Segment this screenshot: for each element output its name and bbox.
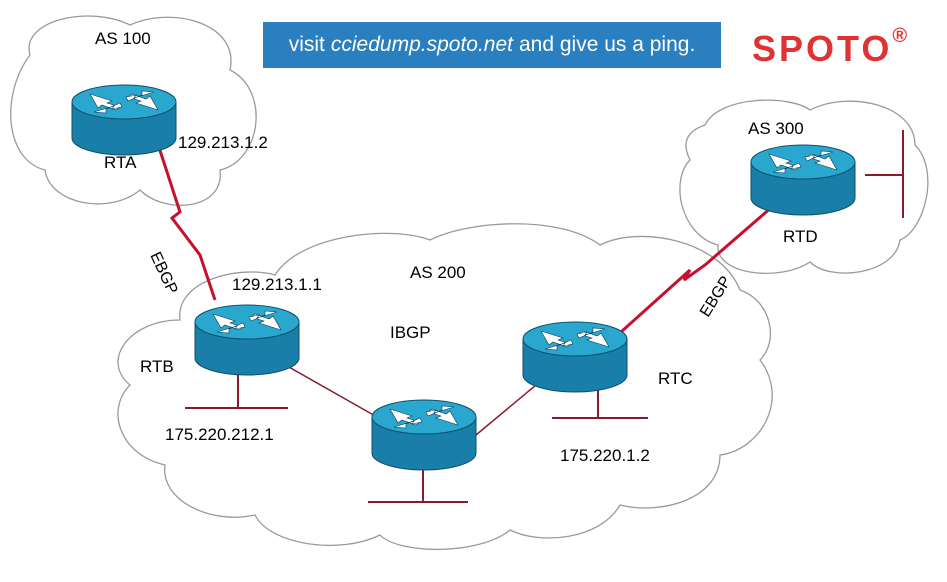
ebgp-label-left: EBGP <box>146 250 180 297</box>
as200-cloud <box>117 223 773 551</box>
rtc-lan-segment <box>552 390 648 419</box>
as300-label: AS 300 <box>748 119 804 138</box>
router-icon <box>522 321 628 393</box>
promo-banner[interactable]: visit cciedump.spoto.net and give us a p… <box>263 22 721 68</box>
rtb-address: 129.213.1.1 <box>232 275 322 294</box>
brand-name: SPOTO <box>752 28 893 69</box>
rtd-lan-segment <box>865 130 904 218</box>
ibgp-label: IBGP <box>390 323 431 342</box>
as200-label: AS 200 <box>410 263 466 282</box>
rtb-lan-segment <box>185 370 288 409</box>
brand-logo: SPOTO® <box>752 25 908 70</box>
banner-site-link[interactable]: cciedump.spoto.net <box>330 33 513 56</box>
router-icon <box>71 84 177 156</box>
router-icon <box>750 144 856 216</box>
as100-label: AS 100 <box>95 29 151 48</box>
rta-label: RTA <box>104 153 137 172</box>
rtd-label: RTD <box>783 227 818 246</box>
rtb-label: RTB <box>140 357 174 376</box>
rtb-lan-address: 175.220.212.1 <box>165 425 274 444</box>
banner-prefix: visit <box>288 33 325 56</box>
registered-mark: ® <box>892 25 908 47</box>
banner-suffix: and give us a ping. <box>518 33 696 56</box>
ebgp-link-rta-rtb <box>153 134 217 301</box>
ebgp-link-rtc-rtd <box>610 198 781 342</box>
router-icon <box>194 304 300 376</box>
router-icon <box>371 399 477 471</box>
rtc-lan-address: 175.220.1.2 <box>560 446 650 465</box>
rtc-label: RTC <box>658 369 693 388</box>
rta-address: 129.213.1.2 <box>178 133 268 152</box>
